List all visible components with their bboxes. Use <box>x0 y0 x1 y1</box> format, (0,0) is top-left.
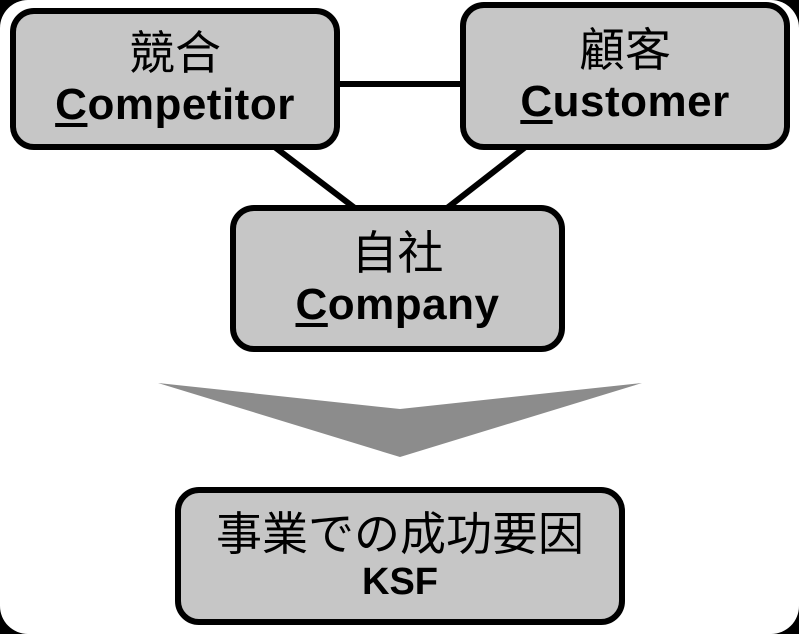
customer-rest: ustomer <box>552 77 730 127</box>
competitor-initial: C <box>55 80 88 130</box>
box-customer: 顧客 Customer <box>460 2 790 150</box>
competitor-rest: ompetitor <box>87 80 295 130</box>
company-initial: C <box>295 279 328 329</box>
competitor-label-en: Competitor <box>55 80 295 131</box>
company-label-jp: 自社 <box>351 226 444 279</box>
down-arrow-icon <box>158 383 642 457</box>
line-competitor-company <box>270 142 362 215</box>
company-label-en: Company <box>296 280 500 331</box>
customer-label-en: Customer <box>520 77 729 128</box>
customer-label-jp: 顧客 <box>579 24 671 77</box>
ksf-label-en: KSF <box>362 560 438 603</box>
box-competitor: 競合 Competitor <box>10 8 340 150</box>
ksf-label-jp: 事業での成功要因 <box>216 507 584 560</box>
box-company: 自社 Company <box>230 205 565 352</box>
competitor-label-jp: 競合 <box>129 27 221 80</box>
box-ksf: 事業での成功要因 KSF <box>175 487 625 625</box>
line-customer-company <box>440 142 530 215</box>
customer-initial: C <box>520 77 553 127</box>
company-rest: ompany <box>327 279 500 329</box>
